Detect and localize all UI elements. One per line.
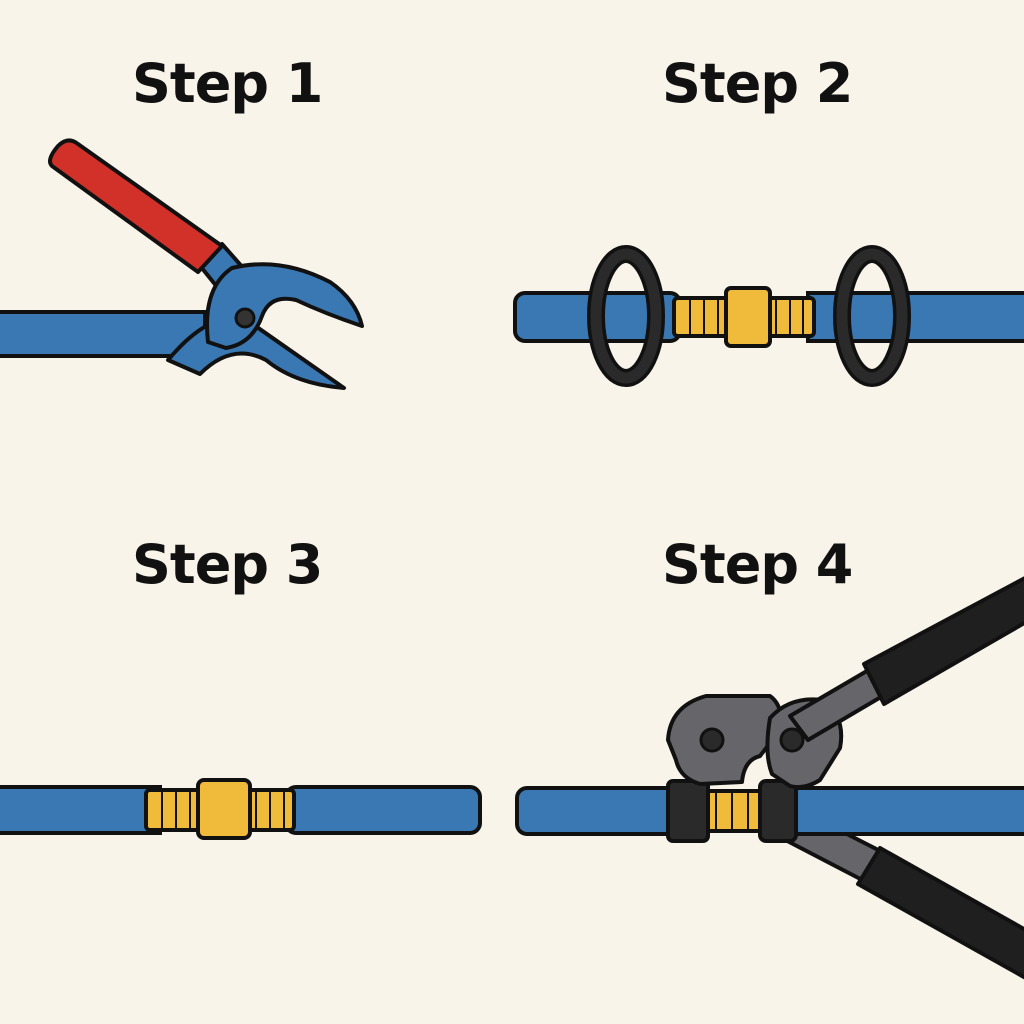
step1-pipe (0, 310, 207, 358)
crimp-ring-right (833, 245, 911, 387)
crimp-tool-upper-arm (788, 576, 1024, 742)
step1-illustration (0, 138, 364, 390)
crimp-ring-left (587, 245, 665, 387)
step4-illustration (515, 576, 1024, 980)
step2-illustration (513, 245, 1024, 387)
cutter-pivot (234, 307, 256, 329)
cutter-red-handle (48, 138, 224, 274)
step4-pipe-right (784, 786, 1024, 836)
step3-illustration (0, 778, 482, 840)
pipe-cutter-tool (48, 138, 364, 390)
step3-pipe-right (284, 785, 482, 835)
brass-fitting (672, 286, 816, 348)
step4-pipe-left (515, 786, 687, 836)
step-3-title: Step 3 (132, 533, 323, 596)
crimp-tool-pivot-right (779, 727, 805, 753)
step3-brass-fitting (144, 778, 296, 840)
step-1-title: Step 1 (132, 52, 323, 115)
step-2-title: Step 2 (662, 52, 853, 115)
crimp-tool-pivot-left (699, 727, 725, 753)
step4-crimp-ring-left (666, 779, 710, 843)
step3-pipe-left (0, 785, 162, 835)
step-4-title: Step 4 (662, 533, 853, 596)
step4-crimp-ring-right (758, 779, 798, 843)
cutter-upper-jaw (205, 262, 364, 350)
